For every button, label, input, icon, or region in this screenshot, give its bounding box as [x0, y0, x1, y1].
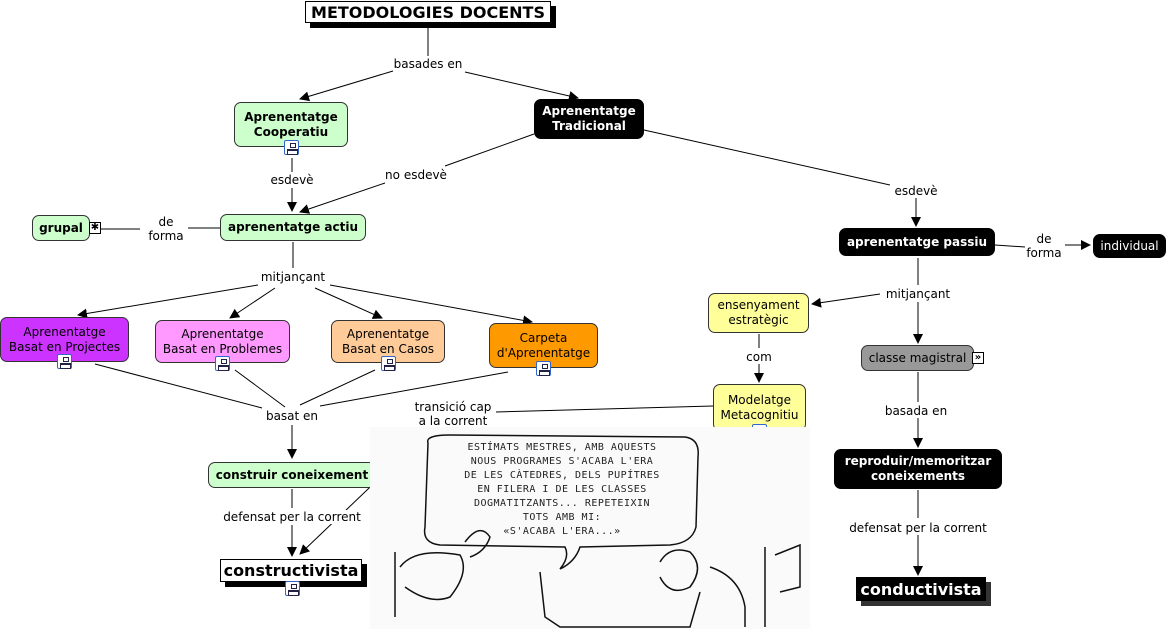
concept-cooperatiu[interactable]: Aprenentatge Cooperatiu: [234, 102, 348, 147]
concept-map-link-icon[interactable]: [285, 581, 300, 596]
link-no-esdeve: no esdevè: [385, 168, 447, 182]
concept-reproduir[interactable]: reproduir/memoritzar coneixements: [834, 449, 1002, 489]
concept-classe[interactable]: classe magistral: [861, 345, 974, 371]
concept-conductivista[interactable]: conductivista: [856, 577, 986, 601]
link-mitjancant: mitjançant: [885, 287, 951, 301]
concept-map-link-icon[interactable]: [57, 354, 72, 369]
concept-map-link-icon[interactable]: [536, 361, 551, 376]
concept-passiu[interactable]: aprenentatge passiu: [839, 228, 995, 256]
link-defensat: defensat per la corrent: [849, 521, 987, 535]
link-basades-en: basades en: [393, 57, 463, 71]
cartoon-image: ESTÍMATS MESTRES, AMB AQUESTS NOUS PROGR…: [370, 427, 810, 629]
link-de-forma: de forma: [1026, 232, 1062, 260]
concept-map-link-icon[interactable]: [215, 356, 230, 371]
link-mitjancant: mitjançant: [260, 270, 326, 284]
link-basada-en: basada en: [884, 404, 948, 418]
chevron-double-right-icon[interactable]: »: [972, 352, 984, 364]
concept-tradicional[interactable]: Aprenentatge Tradicional: [534, 99, 644, 139]
concept-carpeta[interactable]: Carpeta d'Aprenentatge: [489, 323, 598, 368]
concept-actiu[interactable]: aprenentatge actiu: [220, 214, 366, 241]
title-concept[interactable]: METODOLOGIES DOCENTS: [305, 1, 551, 23]
link-basat-en: basat en: [265, 409, 319, 423]
concept-individual[interactable]: individual: [1093, 234, 1166, 258]
resource-link-icon[interactable]: ✱: [89, 222, 101, 234]
link-de-forma: de forma: [148, 215, 184, 243]
concept-modelatge[interactable]: Modelatge Metacognitiu: [713, 384, 806, 431]
cartoon-drawing: [394, 434, 801, 628]
concept-problemes[interactable]: Aprenentatge Basat en Problemes: [155, 320, 290, 363]
concept-casos[interactable]: Aprenentatge Basat en Casos: [331, 320, 445, 363]
concept-construir[interactable]: construir coneixement: [208, 462, 376, 488]
speech-bubble-text: ESTÍMATS MESTRES, AMB AQUESTS NOUS PROGR…: [464, 442, 660, 537]
concept-grupal[interactable]: grupal: [32, 215, 90, 241]
link-com: com: [746, 350, 772, 364]
link-defensat: defensat per la corrent: [223, 510, 361, 524]
concept-map-link-icon[interactable]: [381, 356, 396, 371]
concept-ensenyament[interactable]: ensenyament estratègic: [708, 293, 809, 333]
link-esdeve: esdevè: [270, 173, 314, 187]
concept-constructivista[interactable]: constructivista: [220, 559, 362, 582]
concept-map-link-icon[interactable]: [284, 140, 299, 155]
link-esdeve: esdevè: [894, 184, 938, 198]
link-transicio: transició cap a la corrent: [414, 400, 492, 428]
